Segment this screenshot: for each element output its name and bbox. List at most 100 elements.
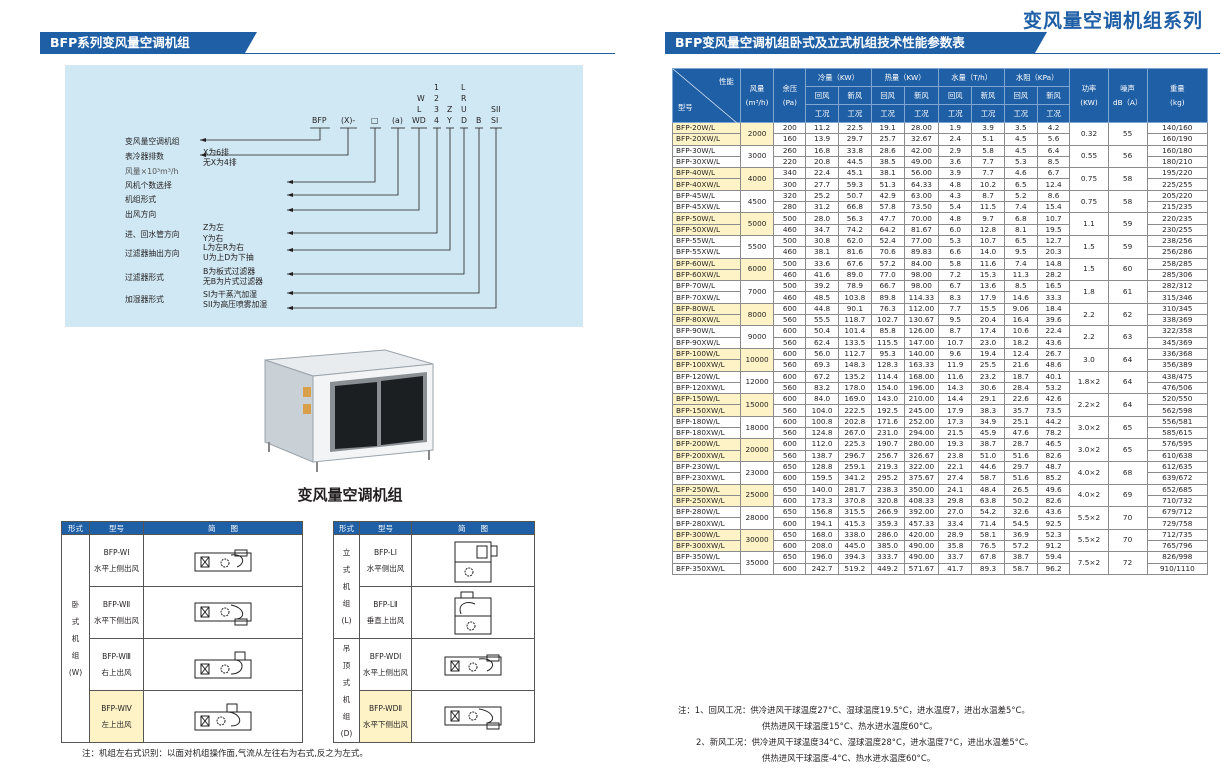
table-cell: 15.5 xyxy=(971,302,1005,316)
table-cell: 101.4 xyxy=(837,325,872,338)
table-cell: 33.6 xyxy=(805,257,839,270)
table-cell: 96.2 xyxy=(1036,562,1071,575)
table-cell: 710/732 xyxy=(1146,494,1209,508)
table-cell: 33.4 xyxy=(938,517,973,530)
table-cell: 11.9 xyxy=(938,359,973,372)
table-cell: 90.1 xyxy=(837,302,872,316)
table-cell: 6.8 xyxy=(1003,212,1038,225)
code-label: 进、回水管方向 xyxy=(125,230,180,239)
table-cell: 280.00 xyxy=(903,438,940,451)
table-cell: 112.00 xyxy=(903,302,940,316)
table-cell: 23.8 xyxy=(938,449,973,462)
table-cell: 26.5 xyxy=(1003,483,1038,496)
table-cell: 9.7 xyxy=(971,212,1005,225)
table-cell: 6.0 xyxy=(938,223,973,236)
table-cell: 163.33 xyxy=(903,359,940,372)
table-cell: 19.1 xyxy=(870,121,905,135)
table-cell: 22.5 xyxy=(837,121,872,135)
table-cell: 42.9 xyxy=(870,189,905,203)
table-cell: BFP-90W/L xyxy=(672,325,741,338)
table-cell: 2.2×2 xyxy=(1069,393,1109,417)
col-header-heating: 热量（KW） xyxy=(870,68,940,87)
table-cell: 52.4 xyxy=(870,234,905,248)
table-cell: BFP-280W/L xyxy=(672,506,741,519)
table-cell: 103.8 xyxy=(837,291,872,304)
table-cell: 286.0 xyxy=(870,528,905,541)
table-cell: 39.6 xyxy=(1036,314,1071,327)
table-cell: 112.0 xyxy=(805,438,839,451)
table-cell: 210.00 xyxy=(903,393,940,406)
table-cell: 17.4 xyxy=(971,325,1005,338)
table-cell: 22.4 xyxy=(805,167,839,180)
table-cell: 576/595 xyxy=(1146,438,1209,451)
table-cell: 356/389 xyxy=(1146,359,1209,372)
col-header: 型号 xyxy=(89,521,144,535)
table-cell: 3.0×2 xyxy=(1069,438,1109,462)
table-cell: 57.2 xyxy=(870,257,905,270)
table-cell: 89.0 xyxy=(837,268,872,282)
table-cell: 560 xyxy=(773,359,807,372)
table-cell: 54.5 xyxy=(1003,517,1038,530)
table-cell: 460 xyxy=(773,268,807,282)
table-cell: 23.0 xyxy=(971,336,1005,349)
table-cell: 16.4 xyxy=(1003,314,1038,327)
table-cell: 60 xyxy=(1107,257,1148,282)
table-cell: 10.7 xyxy=(971,234,1005,248)
table-cell: 70 xyxy=(1107,528,1148,553)
table-cell: 62 xyxy=(1107,302,1148,327)
identification-note: 注：机组左右式识别：以面对机组操作面,气流从左往右为右式,反之为左式。 xyxy=(82,749,368,759)
table-cell: 33.8 xyxy=(837,144,872,157)
schematic-cell xyxy=(143,586,303,639)
table-cell: 50.7 xyxy=(837,189,872,203)
table-cell: 50.4 xyxy=(805,325,839,338)
table-cell: 17.9 xyxy=(971,291,1005,304)
table-cell: 66.8 xyxy=(837,201,872,214)
table-cell: 84.0 xyxy=(805,393,839,406)
table-cell: 34.7 xyxy=(805,223,839,236)
table-cell: 40.1 xyxy=(1036,370,1071,383)
table-cell: 7.4 xyxy=(1003,257,1038,270)
table-cell: 600 xyxy=(773,325,807,338)
table-cell: 76.5 xyxy=(971,539,1005,553)
table-cell: BFP-180W/L xyxy=(672,415,741,429)
table-cell: BFP-200XW/L xyxy=(672,449,741,462)
table-cell: 41.7 xyxy=(938,562,973,575)
table-cell: 560 xyxy=(773,449,807,462)
table-cell: 6.4 xyxy=(1036,144,1071,157)
table-cell: BFP-200W/L xyxy=(672,438,741,451)
table-cell: 910/1110 xyxy=(1146,562,1209,575)
code-token: 4 xyxy=(434,116,439,125)
table-cell: 282/312 xyxy=(1146,280,1209,293)
table-cell: 128.3 xyxy=(870,359,905,372)
code-label: 过滤器抽出方向 xyxy=(125,249,180,258)
table-cell: 81.67 xyxy=(903,223,940,236)
table-cell: 160 xyxy=(773,133,807,146)
col-header-airflow: 风量(m³/h) xyxy=(739,68,775,123)
table-cell: 59 xyxy=(1107,234,1148,259)
table-cell: 8000 xyxy=(739,302,775,327)
table-cell: 133.5 xyxy=(837,336,872,349)
table-cell: 556/581 xyxy=(1146,415,1209,429)
table-cell: 238.3 xyxy=(870,483,905,496)
table-cell: 4.5 xyxy=(1003,133,1038,146)
table-cell: 258/285 xyxy=(1146,257,1209,270)
table-cell: 500 xyxy=(773,234,807,248)
code-option: L xyxy=(461,83,466,92)
note-line: 供热进风干球温度-4°C、热水进水温度60°C。 xyxy=(762,753,936,763)
table-cell: 345/369 xyxy=(1146,336,1209,349)
table-cell: 192.5 xyxy=(870,404,905,417)
table-cell: BFP-100XW/L xyxy=(672,359,741,372)
table-cell: 14.0 xyxy=(971,246,1005,259)
table-cell: 8.3 xyxy=(938,291,973,304)
divider xyxy=(40,53,615,54)
